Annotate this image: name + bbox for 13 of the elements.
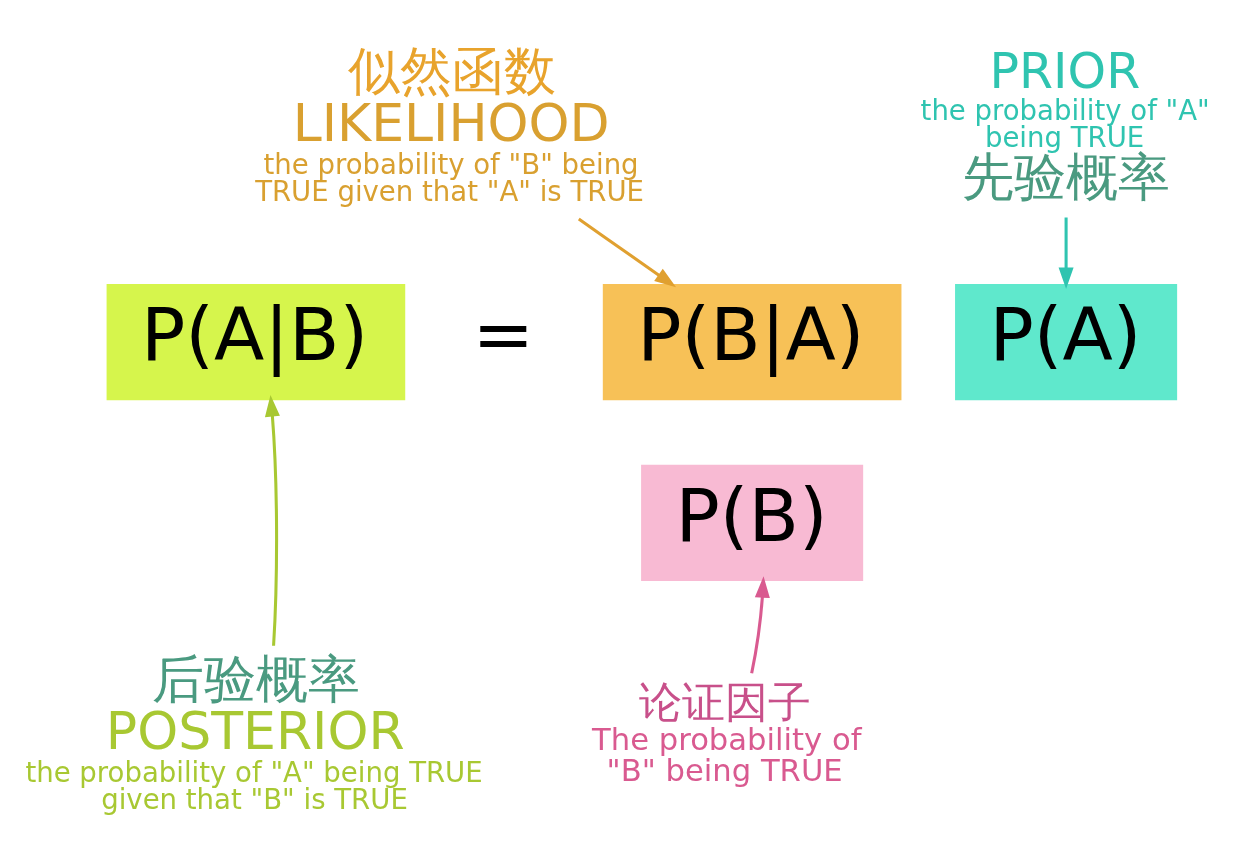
- arrow: [264, 394, 280, 646]
- label: =: [472, 291, 535, 377]
- node-box: P(B|A): [602, 283, 902, 400]
- node-text: PRIOR the probability of "A" being TRUE 先验概率: [920, 42, 1210, 207]
- node-box: P(A): [955, 283, 1178, 400]
- node-text: 似然函数 LIKELIHOOD the probability of "B" being TRUE given that "A" is TRUE: [255, 40, 644, 207]
- arrow: [750, 575, 770, 673]
- arrow: [1058, 217, 1074, 289]
- node-text: 论证因子 The probability of "B" being TRUE: [592, 676, 862, 788]
- node-box: P(B): [641, 464, 864, 581]
- node-text: 后验概率 POSTERIOR the probability of "A" being TRUE given that "B" is TRUE: [25, 648, 483, 815]
- arrow: [577, 217, 677, 287]
- node-box: P(A|B): [106, 283, 406, 400]
